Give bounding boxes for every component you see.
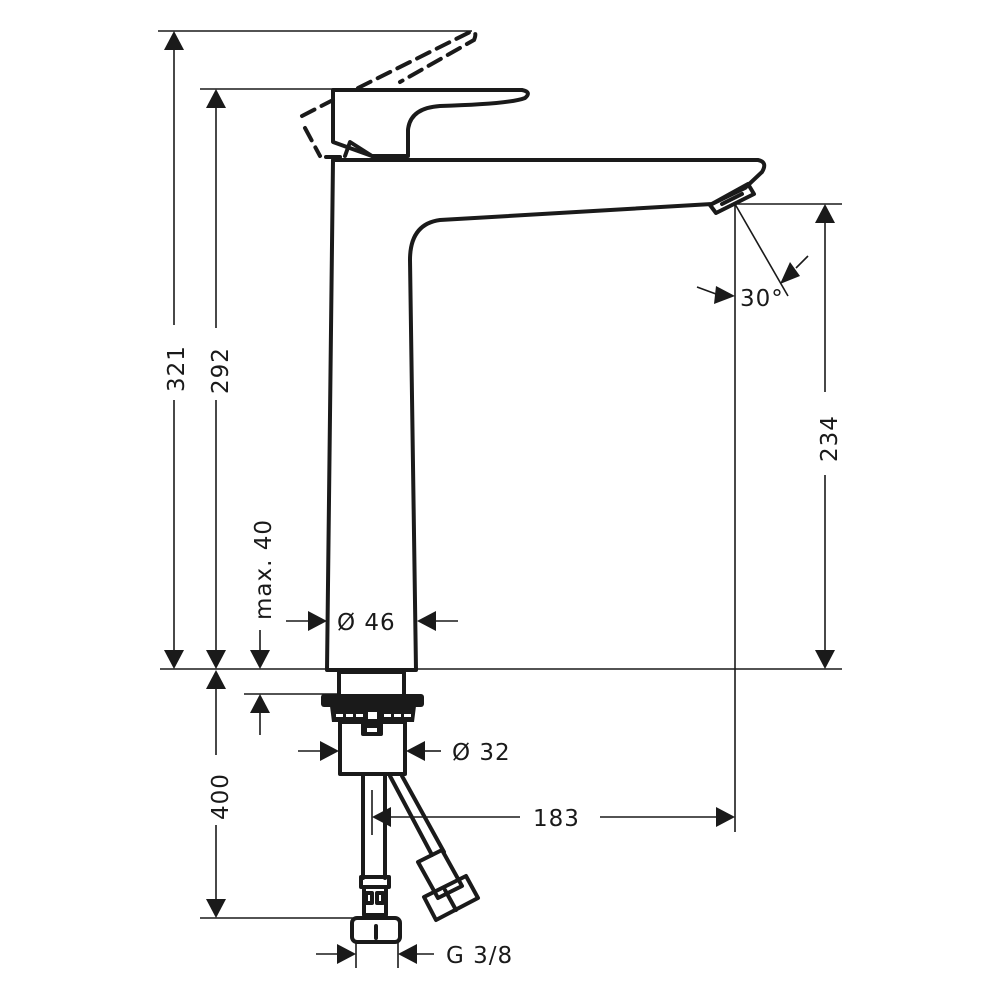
lever-handle-raised-phantom — [300, 29, 478, 159]
dimension-connection-thread: G 3/8 — [316, 942, 513, 969]
lever-handle — [331, 88, 530, 158]
dimension-shank-diameter: Ø 32 — [298, 740, 511, 766]
faucet-body — [325, 158, 767, 672]
label-connection-thread: G 3/8 — [446, 943, 513, 969]
supply-hose-angled — [388, 774, 480, 922]
label-spout-reach: 183 — [533, 806, 580, 832]
dimension-spout-outlet-height: 234 — [735, 203, 843, 669]
dimension-spout-reach: 183 — [371, 205, 736, 835]
supply-hose-vertical — [350, 774, 402, 944]
aerator — [708, 182, 756, 215]
label-flow-angle: 30° — [740, 286, 784, 312]
dimension-body-diameter: Ø 46 — [286, 610, 458, 636]
mounting-shank — [321, 670, 424, 776]
dimension-max-deck-thickness: max. 40 — [244, 519, 340, 735]
label-body-diameter: Ø 46 — [337, 610, 396, 636]
label-max-deck-thickness: max. 40 — [251, 519, 277, 620]
label-lever-height: 292 — [208, 347, 234, 394]
dimension-flow-angle: 30° — [696, 203, 809, 312]
label-shank-diameter: Ø 32 — [452, 740, 511, 766]
label-overall-height: 321 — [164, 345, 190, 392]
label-spout-outlet-height: 234 — [817, 415, 843, 462]
label-hose-length: 400 — [208, 773, 234, 820]
dimension-hose-length: 400 — [200, 670, 356, 919]
dimension-lever-height: 292 — [200, 88, 340, 669]
dimension-overall-height: 321 — [158, 30, 472, 669]
